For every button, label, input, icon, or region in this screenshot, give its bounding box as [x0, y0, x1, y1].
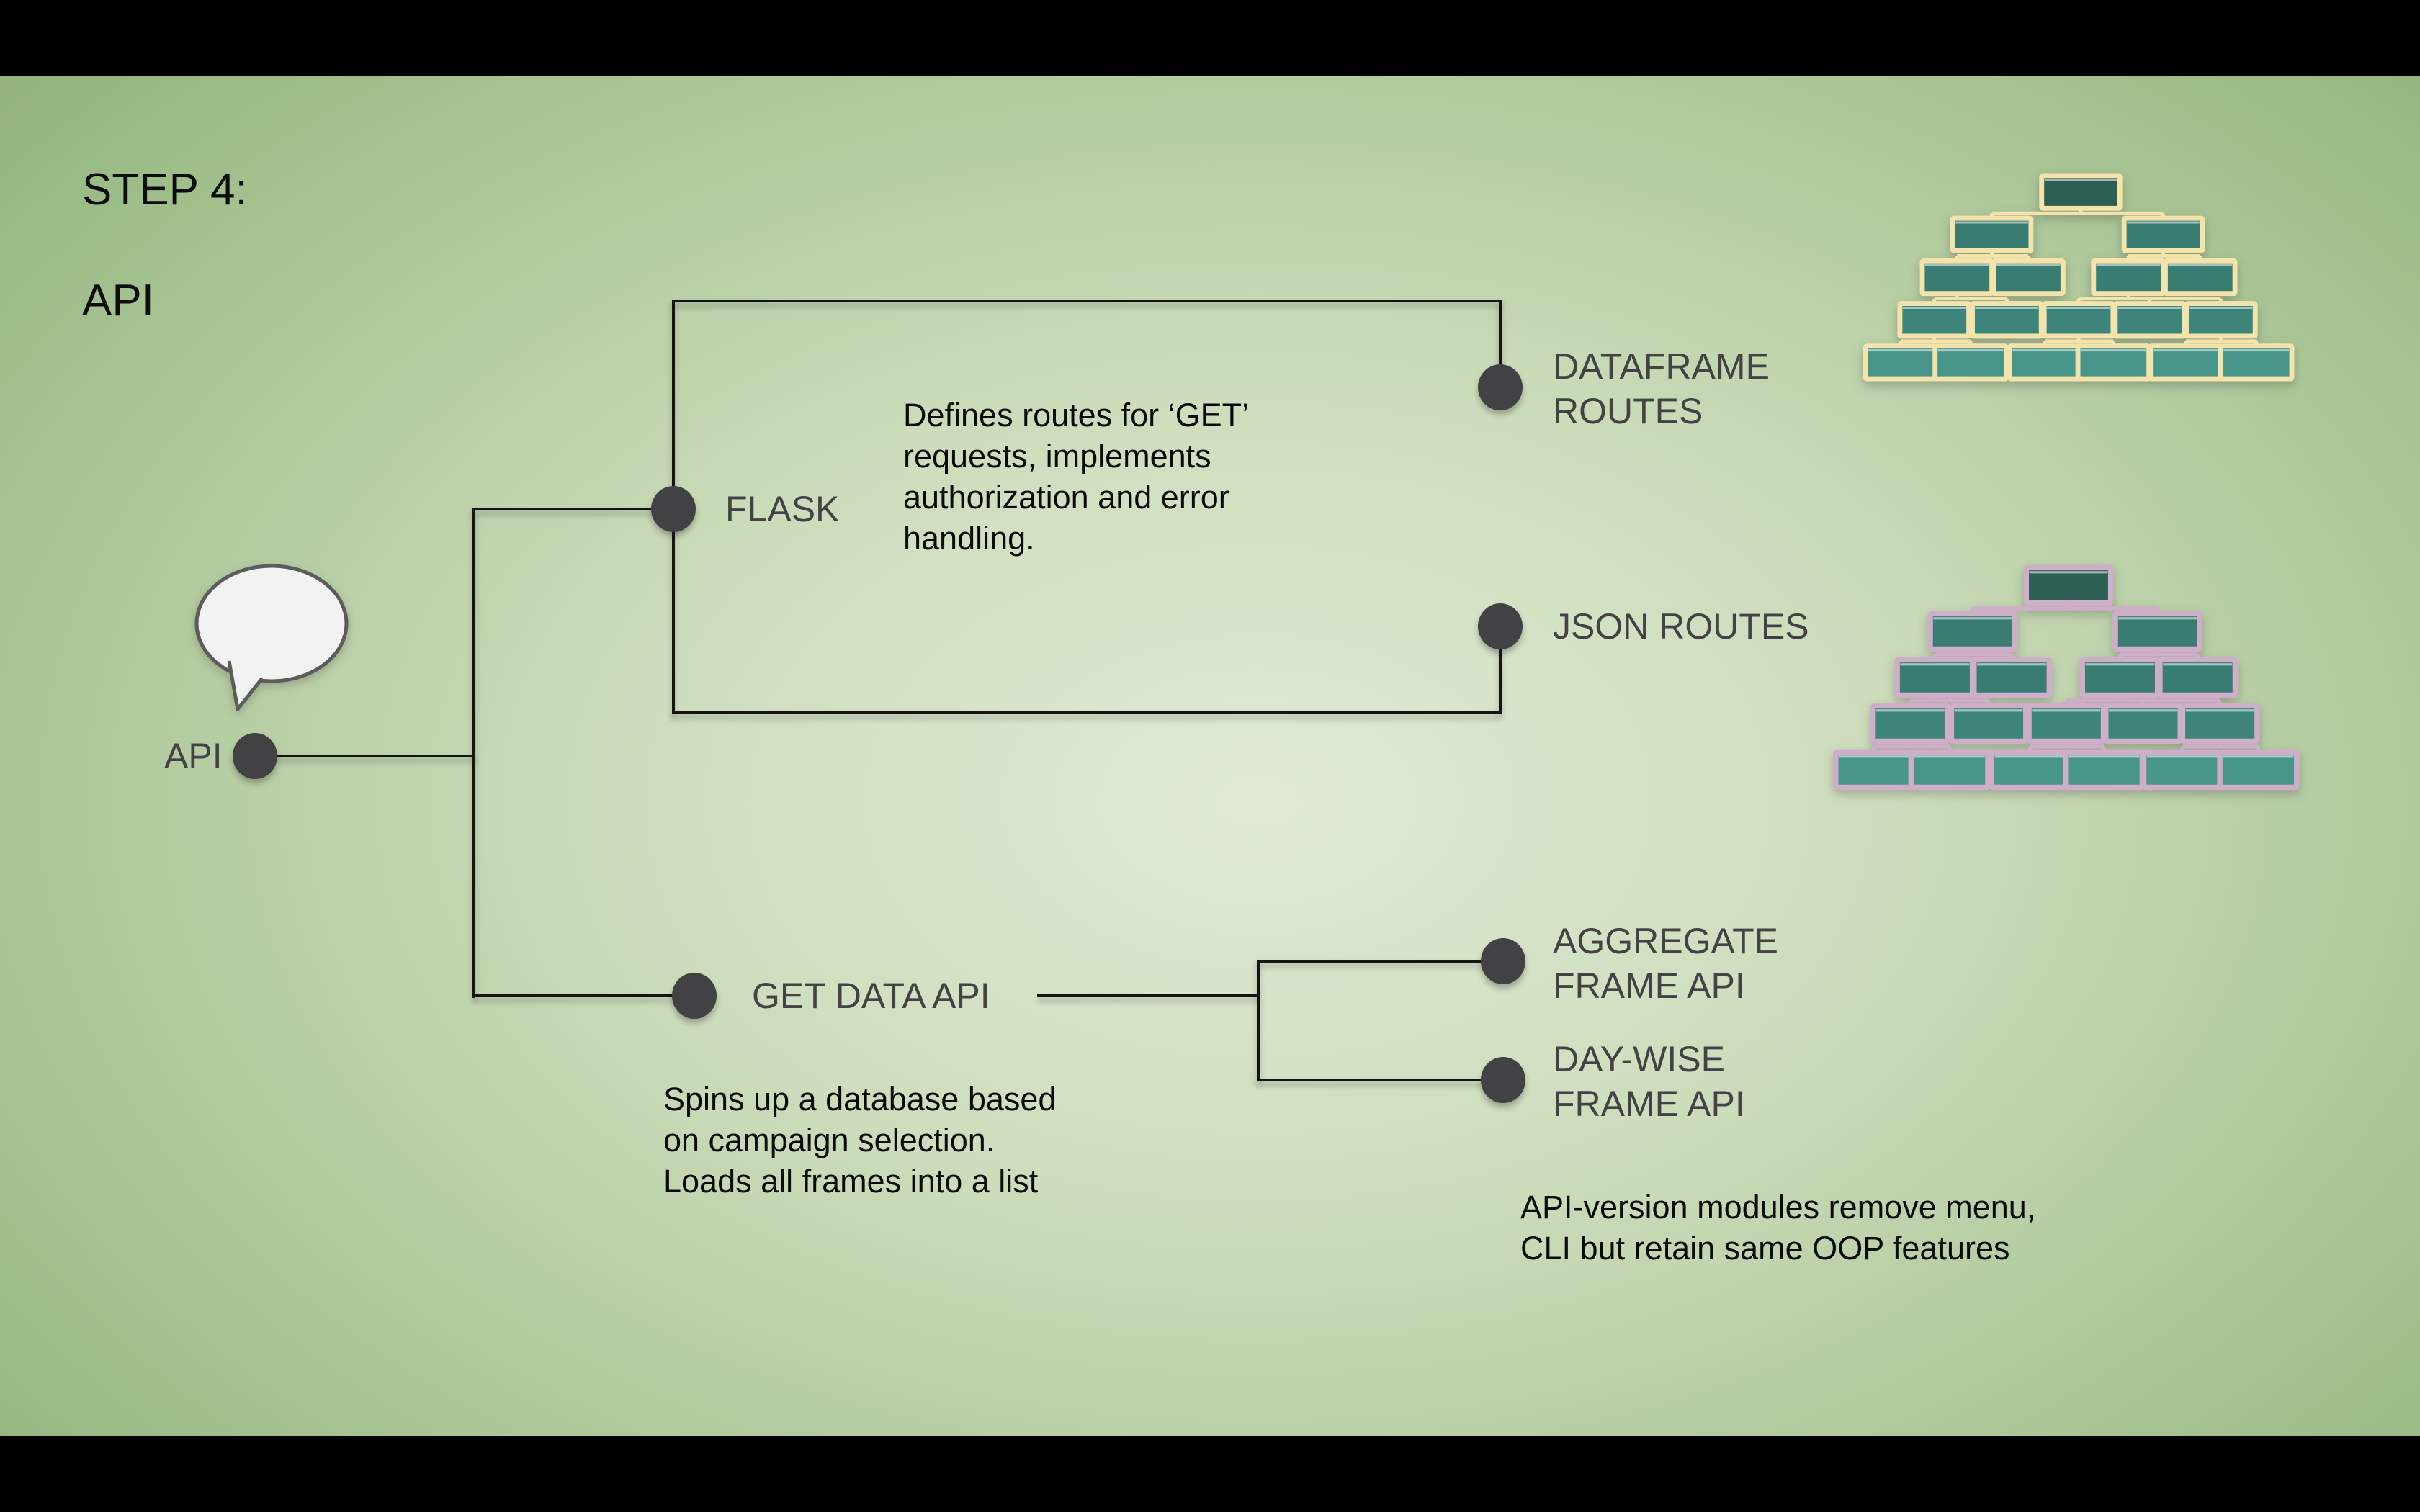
node-dot-flask [651, 486, 696, 532]
api-subtitle: API [82, 276, 154, 325]
label-json-routes: JSON ROUTES [1553, 606, 1809, 647]
connector-subbracket-v [1257, 960, 1260, 1081]
node-dot-day-wise-frame-api [1481, 1057, 1525, 1103]
speech-bubble-icon [194, 564, 349, 711]
connector-bracket-bottom-h [672, 711, 1502, 714]
connector-dataframe-v [1499, 300, 1502, 387]
connector-getdata-right-h [1037, 994, 1258, 997]
org-chart-illustration-top [1863, 173, 2295, 382]
label-api-root: API [164, 736, 223, 776]
api-version-note: API-version modules remove menu, CLI but… [1520, 1189, 2036, 1266]
connector-aggregate-h [1257, 960, 1503, 963]
connector-getdata-h [474, 994, 694, 997]
connector-api-branch-h [255, 755, 475, 757]
label-aggregate-frame-api: AGGREGATE FRAME API [1553, 921, 1779, 1006]
step-title: STEP 4: [82, 165, 248, 215]
label-get-data-api: GET DATA API [752, 976, 990, 1016]
node-dot-get-data-api [672, 973, 717, 1019]
label-dataframe-routes: DATAFRAME ROUTES [1553, 346, 1770, 431]
flask-note: Defines routes for ‘GET’ requests, imple… [903, 397, 1250, 557]
label-day-wise-frame-api: DAY-WISE FRAME API [1553, 1039, 1745, 1124]
connector-daywise-h [1257, 1079, 1503, 1081]
connector-flask-h [472, 508, 675, 510]
connector-branch-v [472, 508, 475, 998]
node-dot-json-routes [1478, 603, 1523, 649]
label-flask: FLASK [725, 489, 840, 529]
org-chart-illustration-bottom [1833, 564, 2300, 791]
get-data-note: Spins up a database based on campaign se… [663, 1081, 1057, 1200]
letterbox-bottom [0, 1436, 2420, 1512]
connector-json-v [1499, 625, 1502, 713]
connector-bracket-top-h [672, 300, 1502, 302]
letterbox-top [0, 0, 2420, 76]
node-dot-dataframe-routes [1478, 364, 1523, 410]
node-dot-aggregate-frame-api [1481, 938, 1525, 984]
node-dot-api [233, 733, 277, 779]
